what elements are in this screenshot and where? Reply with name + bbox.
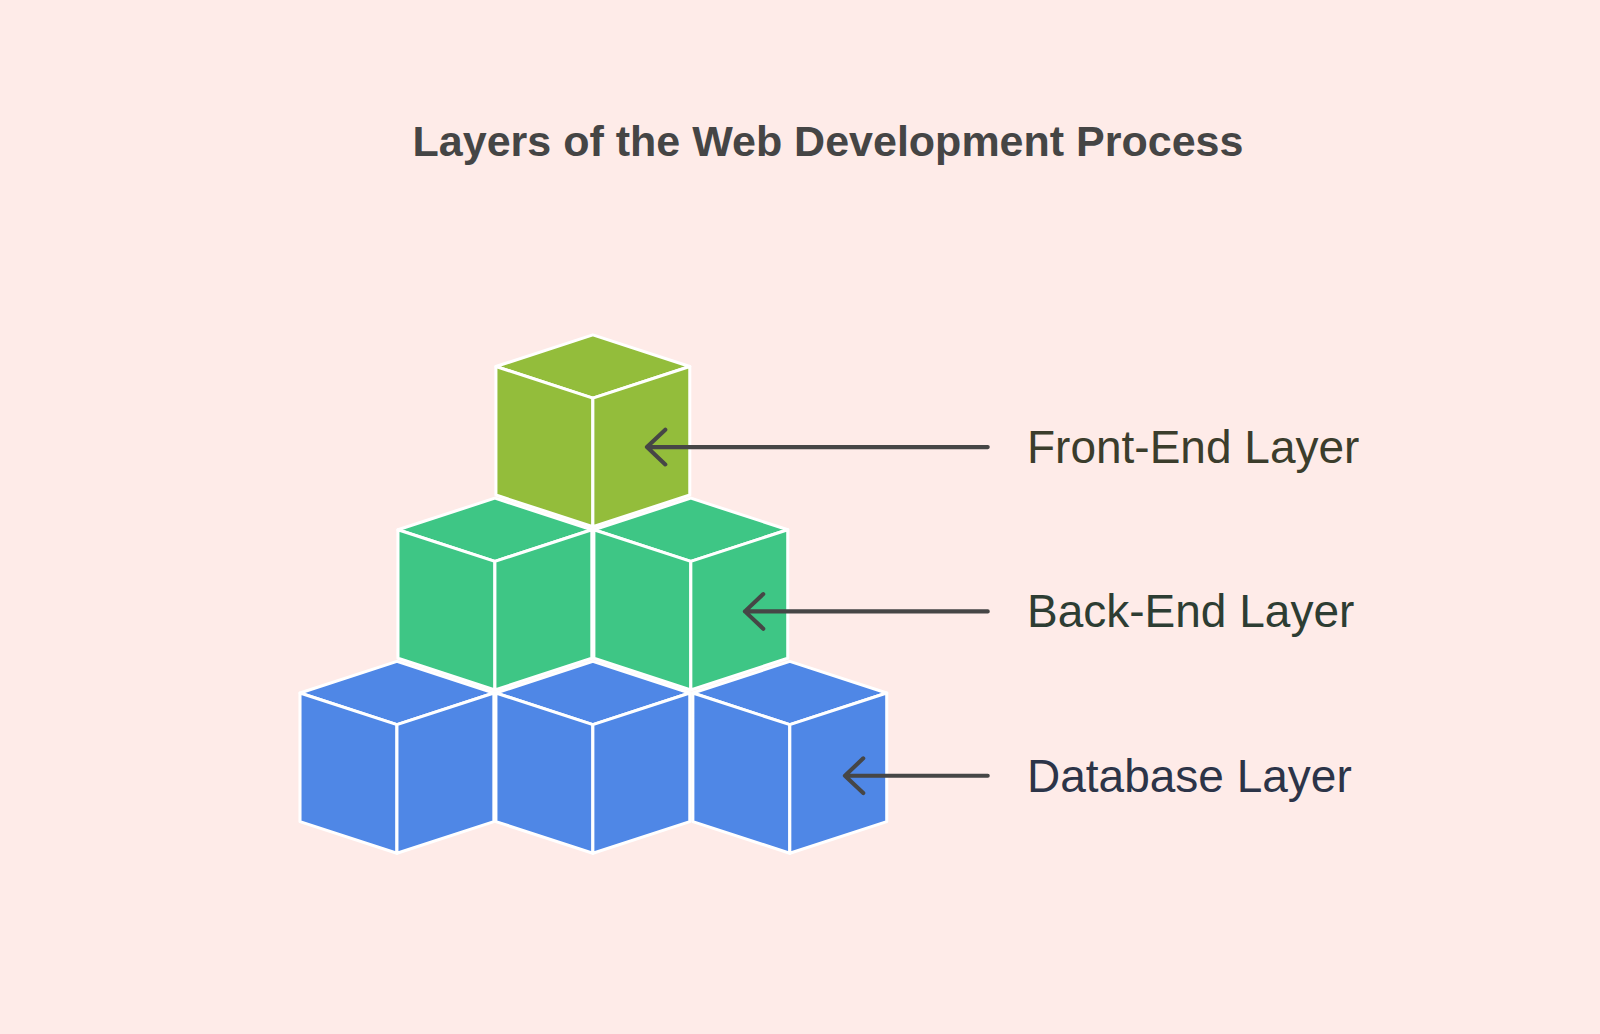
leader-arrows [647, 430, 988, 793]
layer-label: Database Layer [1027, 749, 1352, 803]
layer-label: Back-End Layer [1027, 584, 1354, 638]
layer-label: Front-End Layer [1027, 420, 1359, 474]
front-end-cube [496, 335, 690, 527]
diagram-title: Layers of the Web Development Process [413, 117, 1244, 166]
database-cubes [300, 661, 887, 853]
